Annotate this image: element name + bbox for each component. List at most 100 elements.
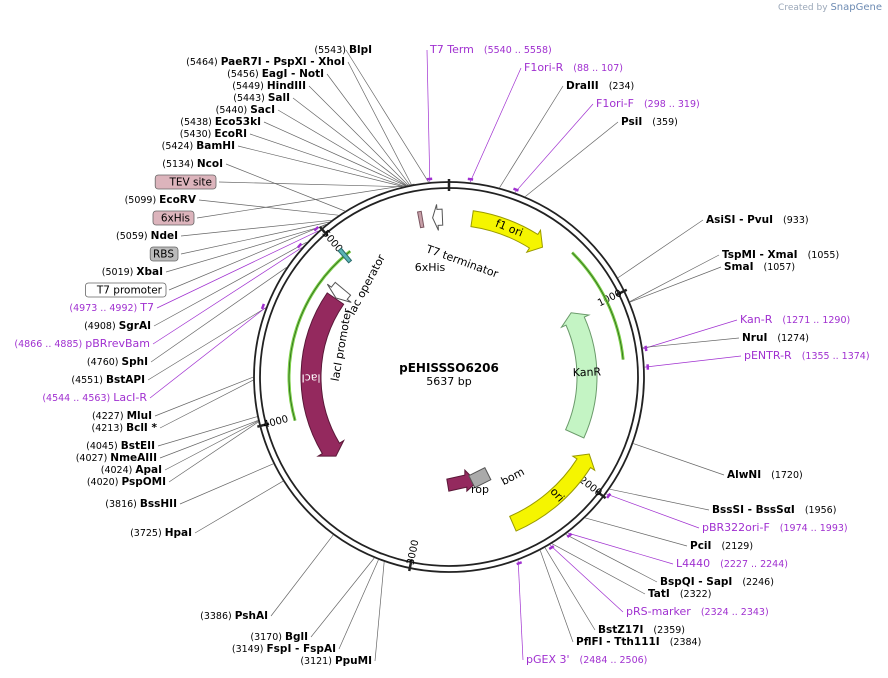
feature-kanr[interactable] <box>560 312 598 439</box>
label-text: BspQI - SapI(2246) <box>660 576 774 588</box>
label-tati[interactable]: TatI(2322) <box>648 588 711 600</box>
label-tspmi-xmai[interactable]: TspMI - XmaI(1055) <box>722 249 839 261</box>
label-text: (3149) FspI - FspAI <box>232 643 336 655</box>
label-xbai[interactable]: (5019) XbaI <box>102 266 163 278</box>
primer-marks <box>260 177 650 566</box>
primer-mark <box>513 187 519 192</box>
label-6xhis[interactable]: 6xHis <box>152 210 195 226</box>
leader-line <box>225 163 345 212</box>
label-pcii[interactable]: PciI(2129) <box>690 540 753 552</box>
leader-line <box>326 73 411 186</box>
plasmid-name: pEHISSSO6206 <box>399 361 499 375</box>
leader-line <box>277 109 407 187</box>
label-t7-term[interactable]: T7 Term(5540 .. 5558) <box>429 43 552 56</box>
label-f1ori-f[interactable]: F1ori-F(298 .. 319) <box>596 97 700 110</box>
leader-line <box>150 267 287 363</box>
label-bsssi-bsss-i[interactable]: BssSI - BssSαI(1956) <box>712 504 836 516</box>
label-pgex-3-[interactable]: pGEX 3'(2484 .. 2506) <box>526 653 647 666</box>
label-bstapi[interactable]: (4551) BstAPI <box>71 374 145 386</box>
label-bsteii[interactable]: (4045) BstEII <box>86 440 155 452</box>
label-bspqi-sapi[interactable]: BspQI - SapI(2246) <box>660 576 774 588</box>
label-pbr322ori-f[interactable]: pBR322ori-F(1974 .. 1993) <box>702 521 848 534</box>
label-prs-marker[interactable]: pRS-marker(2324 .. 2343) <box>626 605 769 618</box>
tick-mark-3000 <box>407 558 413 572</box>
label-text: (3725) HpaI <box>130 527 192 539</box>
label-bamhi[interactable]: (5424) BamHI <box>162 140 235 152</box>
label-text: AlwNI(1720) <box>727 469 803 481</box>
leader-lines <box>147 49 742 662</box>
label-nmeaiii[interactable]: (4027) NmeAIII <box>76 452 157 464</box>
label-pentr-r[interactable]: pENTR-R(1355 .. 1374) <box>744 349 870 362</box>
label-text: (5430) EcoRI <box>180 128 247 140</box>
leader-line <box>585 517 688 547</box>
leader-line <box>551 543 646 595</box>
label-blpi[interactable]: (5543) BlpI <box>314 44 372 56</box>
label-text: NruI(1274) <box>742 332 809 344</box>
label-laci-r[interactable]: (4544 .. 4563) LacI-R <box>42 391 147 404</box>
feature-ori[interactable] <box>509 453 596 532</box>
label-bsshii[interactable]: (3816) BssHII <box>105 498 177 510</box>
leader-line <box>642 337 740 348</box>
leader-line <box>609 488 710 511</box>
label-hpai[interactable]: (3725) HpaI <box>130 527 192 539</box>
label-pshai[interactable]: (3386) PshAI <box>200 610 268 622</box>
label-text: (5134) NcoI <box>162 158 223 170</box>
label-pbrrevbam[interactable]: (4866 .. 4885) pBRrevBam <box>14 337 150 350</box>
feature-bom[interactable] <box>468 467 492 489</box>
label-pflfi-tth111i[interactable]: PflFI - Tth111I(2384) <box>576 636 701 648</box>
label-draiii[interactable]: DraIII(234) <box>566 80 634 92</box>
label-fspi-fspai[interactable]: (3149) FspI - FspAI <box>232 643 336 655</box>
label-text: (3121) PpuMI <box>300 655 372 667</box>
label-psii[interactable]: PsiI(359) <box>621 116 678 128</box>
label-f1ori-r[interactable]: F1ori-R(88 .. 107) <box>524 61 623 74</box>
feature-laci[interactable] <box>300 292 345 457</box>
label-text: (4020) PspOMI <box>87 476 166 488</box>
label-t7[interactable]: (4973 .. 4992) T7 <box>69 301 154 314</box>
feature-f1ori[interactable] <box>470 210 544 254</box>
label-alwni[interactable]: AlwNI(1720) <box>727 469 803 481</box>
label-ecori[interactable]: (5430) EcoRI <box>180 128 247 140</box>
label-apai[interactable]: (4024) ApaI <box>101 464 162 476</box>
feature-lacipromoter[interactable] <box>326 281 352 303</box>
label-text: (4908) SgrAI <box>84 320 151 332</box>
label-eco53ki[interactable]: (5438) Eco53kI <box>180 116 261 128</box>
label-saci[interactable]: (5440) SacI <box>216 104 275 116</box>
label-mlui[interactable]: (4227) MluI <box>92 410 152 422</box>
label-bstz17i[interactable]: BstZ17I(2359) <box>598 624 685 636</box>
primer-mark <box>606 492 612 499</box>
label-tev-site[interactable]: TEV site <box>154 174 217 190</box>
leader-line <box>194 480 284 534</box>
label-ncoi[interactable]: (5134) NcoI <box>162 158 223 170</box>
label-ndei[interactable]: (5059) NdeI <box>116 230 178 242</box>
tick-mark-4000 <box>257 422 270 428</box>
label-eagi-noti[interactable]: (5456) EagI - NotI <box>227 68 324 80</box>
label-nrui[interactable]: NruI(1274) <box>742 332 809 344</box>
leader-line <box>549 544 624 613</box>
feature-lacoperator[interactable] <box>337 247 353 264</box>
label-l4440[interactable]: L4440(2227 .. 2244) <box>676 557 788 570</box>
label-text: DraIII(234) <box>566 80 634 92</box>
label-kan-r[interactable]: Kan-R(1271 .. 1290) <box>740 313 850 326</box>
label-hindiii[interactable]: (5449) HindIII <box>232 80 306 92</box>
label-ecorv[interactable]: (5099) EcoRV <box>125 194 197 206</box>
label-bcli-[interactable]: (4213) BclI * <box>92 422 158 434</box>
label-rbs[interactable]: RBS <box>149 246 179 262</box>
label-smai[interactable]: SmaI(1057) <box>724 261 795 273</box>
feature-t7term[interactable] <box>432 204 444 231</box>
label-pspomi[interactable]: (4020) PspOMI <box>87 476 166 488</box>
label-text: BssSI - BssSαI(1956) <box>712 504 836 516</box>
feature-his6[interactable] <box>416 210 425 229</box>
label-t7-promoter[interactable]: T7 promoter <box>85 282 167 298</box>
leader-line <box>310 557 375 638</box>
label-text: PflFI - Tth111I(2384) <box>576 636 701 648</box>
label-sali[interactable]: (5443) SalI <box>233 92 290 104</box>
label-ppumi[interactable]: (3121) PpuMI <box>300 655 372 667</box>
label-bgli[interactable]: (3170) BglI <box>250 631 308 643</box>
label-paer7i-pspxi-xhoi[interactable]: (5464) PaeR7I - PspXI - XhoI <box>186 56 345 68</box>
label-sgrai[interactable]: (4908) SgrAI <box>84 320 151 332</box>
label-sphi[interactable]: (4760) SphI <box>87 356 148 368</box>
snapgene-watermark: Created by SnapGene <box>778 2 882 13</box>
leader-line <box>469 67 522 183</box>
label-asisi-pvui[interactable]: AsiSI - PvuI(933) <box>706 214 809 226</box>
leader-line <box>218 181 403 188</box>
